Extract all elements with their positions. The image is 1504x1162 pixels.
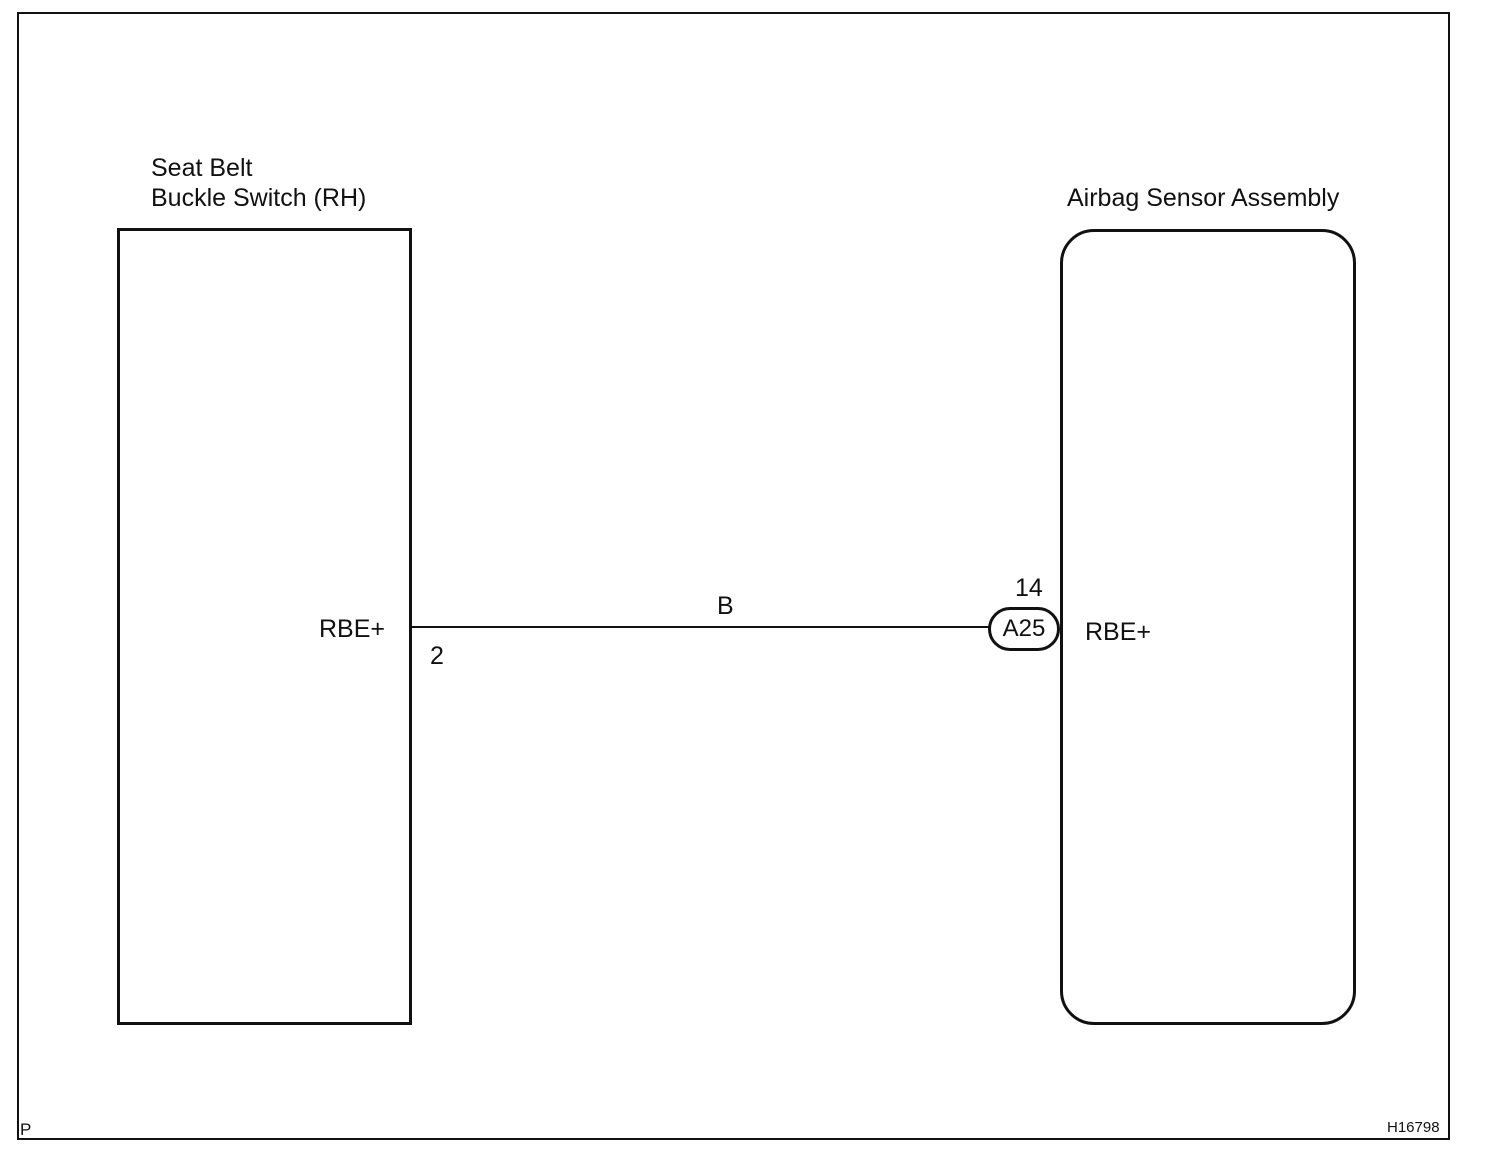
seat-belt-buckle-switch-box xyxy=(117,228,412,1025)
figure-code: H16798 xyxy=(1387,1119,1440,1136)
seat-belt-switch-title-line1: Seat Belt xyxy=(151,154,253,182)
corner-mark: P xyxy=(20,1120,32,1139)
left-pin-number: 2 xyxy=(430,642,444,670)
wire-color-code: B xyxy=(717,592,734,620)
seat-belt-switch-title-line2: Buckle Switch (RH) xyxy=(151,184,367,212)
connector-a25: A25 xyxy=(988,607,1060,651)
right-terminal-label: RBE+ xyxy=(1085,618,1152,646)
wire-line xyxy=(412,626,990,628)
airbag-sensor-assembly-box xyxy=(1060,229,1356,1025)
right-pin-number: 14 xyxy=(1015,574,1043,602)
diagram-frame xyxy=(17,12,1450,1140)
airbag-sensor-title: Airbag Sensor Assembly xyxy=(1067,184,1340,212)
left-terminal-label: RBE+ xyxy=(319,615,386,643)
